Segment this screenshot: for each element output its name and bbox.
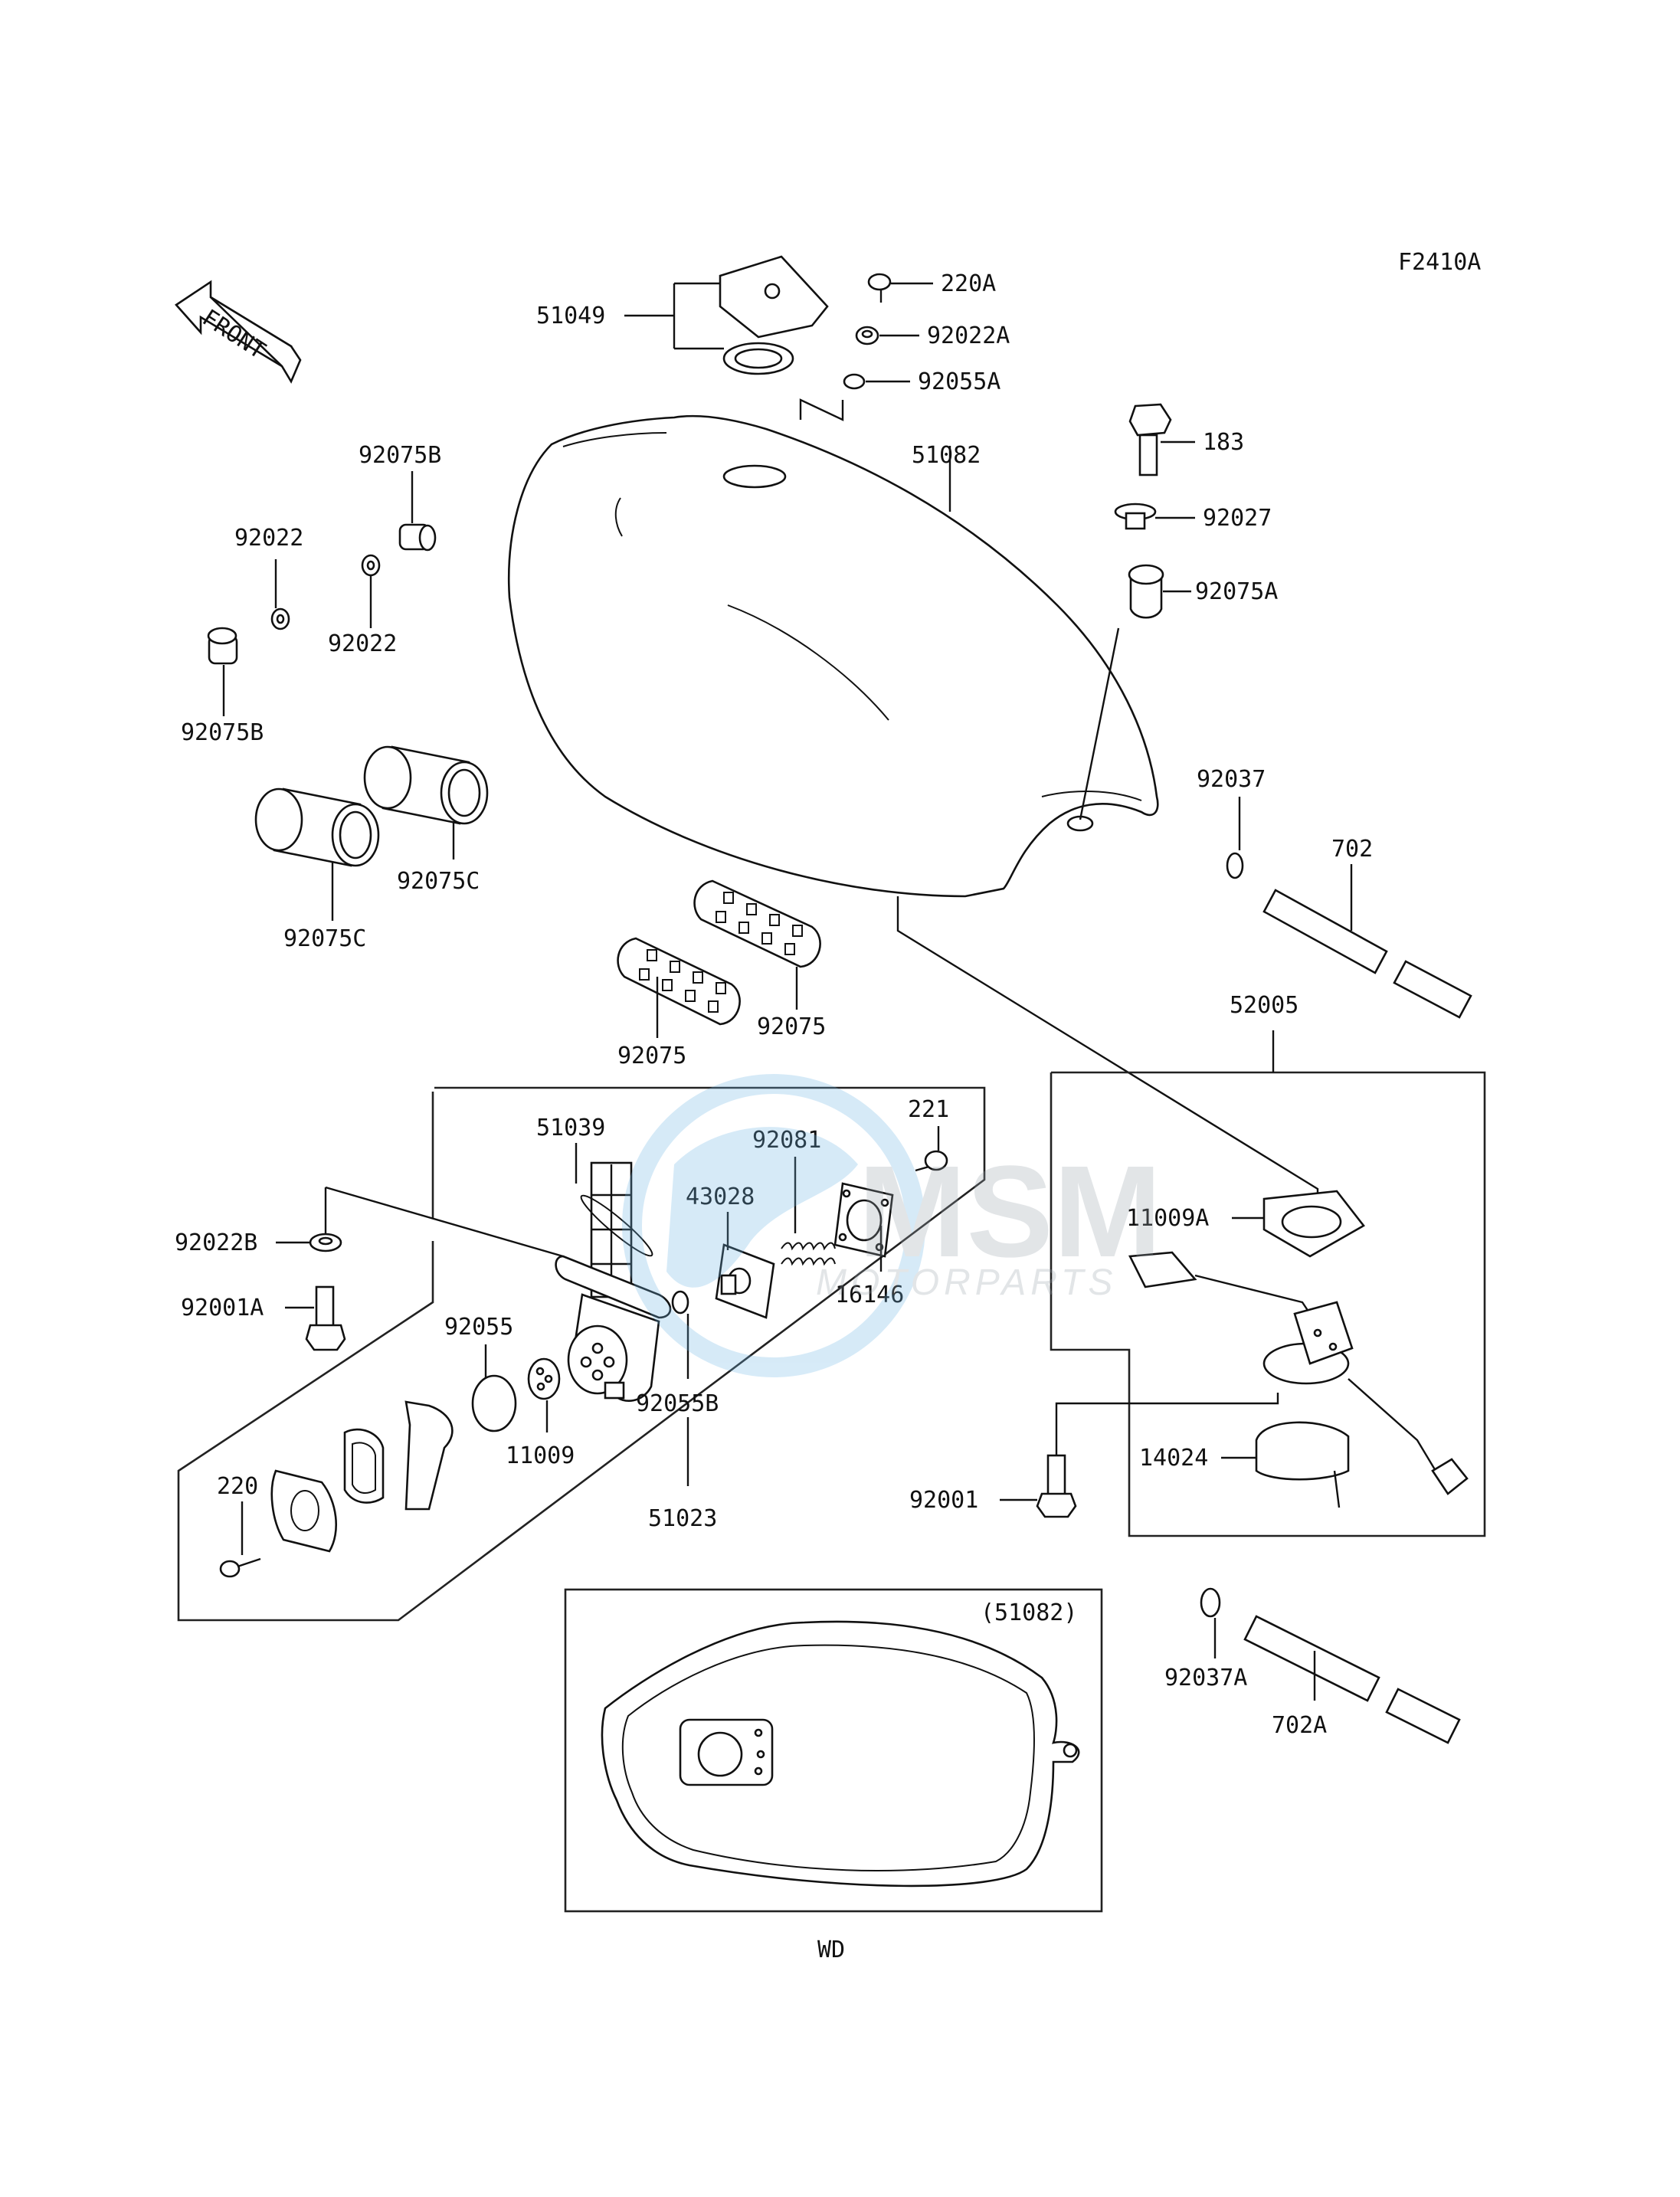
oring-92055B [671, 1290, 689, 1315]
cover-16146 [833, 1182, 894, 1258]
gasket-11009A [1262, 1190, 1365, 1258]
variant-box [564, 1588, 1103, 1913]
lever-fuel-tap [404, 1400, 454, 1511]
callout-51023: 51023 [648, 1505, 717, 1532]
callout-51039: 51039 [536, 1115, 605, 1141]
damper-92075B-top [398, 523, 437, 552]
callout-92022-b: 92022 [328, 630, 397, 657]
callout-43028: 43028 [686, 1184, 755, 1210]
callout-92055A: 92055A [918, 368, 1000, 395]
fuel-cap [719, 255, 829, 375]
oring-92055A [843, 373, 866, 390]
oring-92055 [471, 1374, 517, 1432]
callout-92022A: 92022A [927, 323, 1010, 349]
screw-220A [867, 273, 892, 303]
diaphragm-43028 [715, 1243, 775, 1319]
bolt-183 [1128, 403, 1172, 476]
collar-92027 [1114, 503, 1157, 530]
callout-92075B-left: 92075B [181, 719, 264, 746]
callout-92001: 92001 [909, 1487, 978, 1514]
clamp-92037 [1226, 852, 1244, 879]
damper-92075A [1128, 564, 1164, 619]
callout-52005: 52005 [1230, 992, 1298, 1019]
seal-fuel-tap [343, 1428, 385, 1504]
hose-702A [1243, 1615, 1461, 1744]
washer-92022-right [361, 554, 381, 577]
callout-92075-b: 92075 [757, 1013, 826, 1040]
callout-51082: 51082 [912, 442, 981, 469]
washer-92022B [309, 1233, 342, 1252]
callout-221: 221 [908, 1096, 949, 1123]
callout-183: 183 [1203, 429, 1244, 456]
callout-702A: 702A [1272, 1712, 1327, 1739]
callout-92001A: 92001A [181, 1295, 264, 1321]
watermark-sub: MOTORPARTS [816, 1262, 1117, 1303]
fuel-tap-body [555, 1255, 672, 1402]
clamp-92037A [1200, 1587, 1221, 1618]
fuel-tap-group-outline [177, 1086, 986, 1622]
callout-11009A: 11009A [1126, 1205, 1209, 1232]
damper-92075B-left [207, 627, 238, 665]
callout-92037: 92037 [1197, 766, 1266, 793]
tank-top-view [601, 1620, 1080, 1888]
callout-92081: 92081 [752, 1127, 821, 1154]
leader-51049 [624, 282, 724, 350]
grommet-92075-upper [693, 879, 821, 968]
gasket-11009 [527, 1357, 561, 1400]
pump-group-outline-left [1050, 1071, 1131, 1387]
callout-92055: 92055 [444, 1314, 513, 1341]
fuel-tank [508, 414, 1159, 898]
callout-92075C-a: 92075C [283, 925, 366, 952]
watermark-brand: MSM [858, 1139, 1162, 1285]
grommet-92075-lower [617, 937, 741, 1026]
washer-92022A [855, 326, 879, 345]
callout-92075A: 92075A [1195, 578, 1278, 605]
callout-92075B-top: 92075B [359, 442, 441, 469]
spring-92081 [781, 1242, 836, 1266]
callout-92027: 92027 [1203, 505, 1272, 532]
callout-51049: 51049 [536, 303, 605, 329]
hose-702 [1262, 889, 1472, 1019]
callout-220: 220 [217, 1473, 258, 1500]
callout-92022-a: 92022 [234, 525, 303, 552]
washer-92022-left [270, 607, 290, 630]
pump-group-outline-right [1125, 1071, 1486, 1537]
bracket-14024 [1255, 1421, 1350, 1508]
figure-code: F2410A [1398, 249, 1481, 276]
callout-92037A: 92037A [1164, 1665, 1247, 1691]
leader-92001-up [1055, 1393, 1279, 1455]
tube-92075C-lower [254, 787, 380, 867]
leader-92075A-tank [1079, 627, 1120, 820]
callout-11009: 11009 [506, 1442, 575, 1469]
plate-fuel-tap [270, 1469, 337, 1553]
callout-92022B: 92022B [175, 1229, 257, 1256]
callout-92075C-b: 92075C [397, 868, 480, 895]
watermark: MSM MOTORPARTS [622, 1074, 1162, 1377]
break-mark [799, 398, 844, 421]
screw-220 [219, 1557, 261, 1578]
front-arrow-icon: FRONT [175, 280, 302, 384]
callout-702: 702 [1331, 836, 1373, 863]
callout-220A: 220A [941, 270, 996, 297]
variant-label: WD [817, 1937, 845, 1963]
callout-16146: 16146 [835, 1282, 904, 1308]
screw-221 [915, 1150, 948, 1172]
callout-14024: 14024 [1139, 1445, 1208, 1472]
fuel-sensor [1128, 1251, 1469, 1495]
bolt-92001 [1036, 1454, 1077, 1518]
variant-ref: (51082) [981, 1599, 1077, 1626]
leader-92022B-tap [325, 1186, 564, 1258]
callout-92055B: 92055B [636, 1390, 719, 1417]
bolt-92001A [305, 1285, 346, 1351]
callout-92075-a: 92075 [617, 1043, 686, 1069]
tube-92075C-upper [363, 745, 489, 825]
